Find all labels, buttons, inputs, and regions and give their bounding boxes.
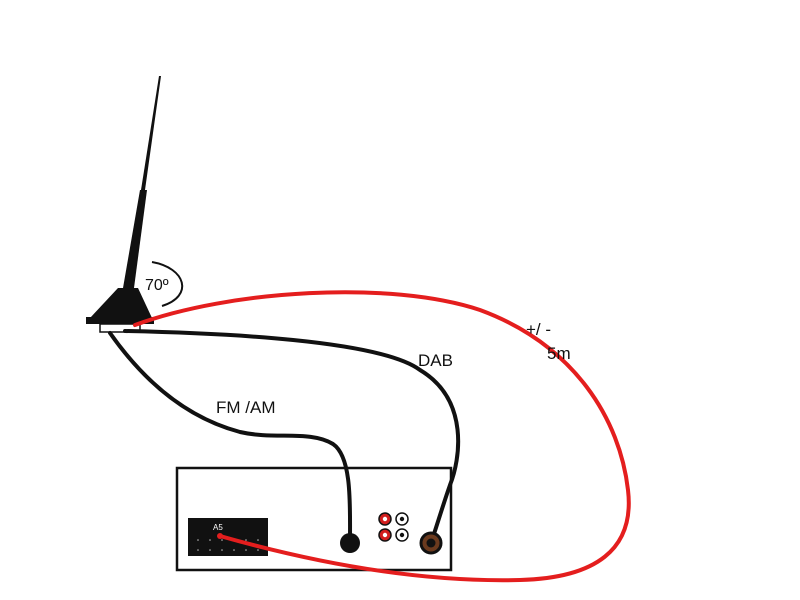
fm-am-cable [108, 331, 353, 542]
fm-am-plug [340, 533, 360, 553]
length-value-label: 5m [547, 344, 571, 363]
dab-label: DAB [418, 351, 453, 370]
length-prefix-label: +/ - [526, 320, 551, 339]
antenna-icon [86, 76, 161, 333]
fm-am-label: FM /AM [216, 398, 276, 417]
antenna-whip [141, 76, 161, 190]
connector-pins [197, 539, 259, 551]
connector-label: A5 [213, 523, 223, 532]
red-cable [133, 290, 631, 583]
antenna-mount-foot [99, 323, 141, 333]
angle-label: 70º [145, 277, 169, 294]
dab-cable [123, 329, 461, 542]
antenna-mast-lower [123, 190, 147, 288]
red-cable-end [217, 533, 223, 539]
antenna-mount-plate [86, 317, 154, 324]
rca-sockets [378, 512, 409, 542]
angle-arc [151, 261, 184, 307]
antenna-base [90, 288, 152, 318]
